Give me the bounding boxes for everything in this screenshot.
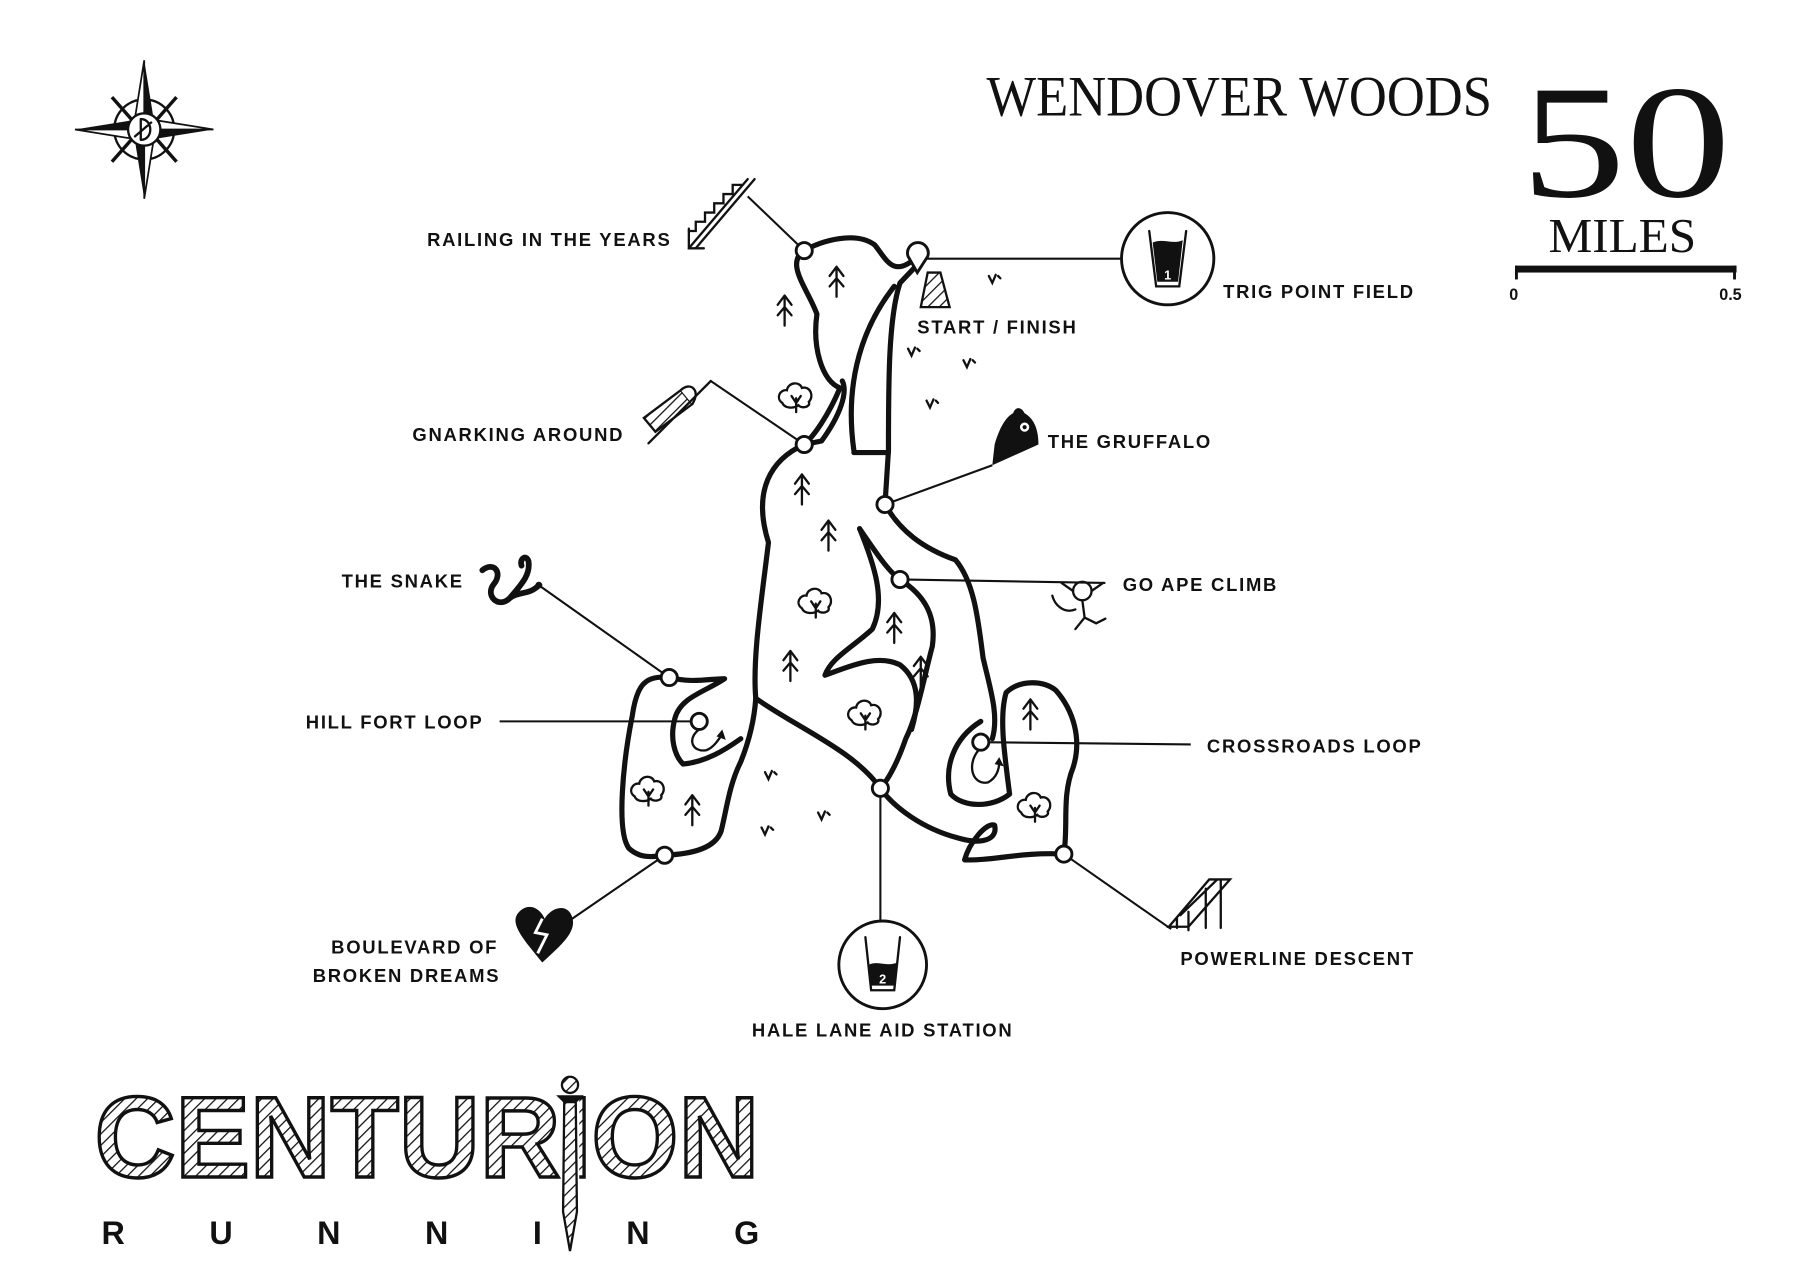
cup-icon (868, 962, 898, 986)
leader-lines (499, 195, 1191, 930)
label-railing: RAILING IN THE YEARS (427, 229, 671, 250)
label-boulevard-1: BOULEVARD OF (331, 936, 498, 957)
grass-icon (906, 346, 921, 357)
tree-icon (828, 265, 845, 298)
compass-rose-icon (74, 60, 214, 199)
aid-station-number: 1 (1164, 268, 1171, 282)
checkpoint-railing[interactable] (794, 241, 814, 261)
bush-icon (777, 382, 813, 414)
label-hill-fort: HILL FORT LOOP (306, 711, 484, 732)
checkpoint-hale-lane[interactable] (870, 778, 890, 798)
trail-route (619, 235, 1080, 863)
cup-icon (1152, 240, 1183, 282)
tree-icon (793, 473, 810, 506)
powerline-pylon-icon (1166, 878, 1233, 932)
staircase-icon (687, 177, 756, 250)
scale-start-label: 0 (1509, 286, 1518, 304)
label-snake: THE SNAKE (342, 571, 464, 592)
label-gruffalo: THE GRUFFALO (1048, 431, 1212, 452)
centurion-running-logo: CENTURION RUNNING (93, 1072, 761, 1258)
label-boulevard-2: BROKEN DREAMS (313, 965, 501, 986)
label-gnarking: GNARKING AROUND (412, 424, 624, 445)
tree-icon (776, 294, 793, 327)
tree-icon (886, 611, 903, 645)
aid-station-name: HALE LANE AID STATION (752, 1019, 1014, 1040)
aid-station-number: 2 (879, 972, 886, 986)
aid-station-2[interactable]: 2 HALE LANE AID STATION (752, 919, 1014, 1040)
grass-icon (763, 769, 778, 781)
checkpoint-hill-fort[interactable] (689, 711, 709, 731)
log-pile-icon (642, 379, 712, 445)
grass-icon (925, 398, 940, 409)
label-go-ape: GO APE CLIMB (1123, 574, 1278, 595)
grass-icon (816, 810, 831, 821)
grass-icon (987, 273, 1002, 285)
label-powerline: POWERLINE DESCENT (1180, 948, 1414, 969)
checkpoint-snake[interactable] (659, 668, 679, 688)
sword-icon (556, 1075, 584, 1258)
bush-icon (797, 587, 833, 619)
label-crossroads: CROSSROADS LOOP (1207, 736, 1423, 757)
checkpoint-go-ape[interactable] (890, 569, 910, 589)
checkpoint-crossroads[interactable] (971, 732, 991, 752)
bush-icon (846, 699, 882, 731)
snake-icon (479, 554, 543, 606)
checkpoint-powerline[interactable] (1054, 844, 1074, 864)
course-title: WENDOVER WOODS (987, 66, 1492, 129)
logo-sub-text: RUNNING (102, 1215, 760, 1251)
feature-labels: RAILING IN THE YEARS GNARKING AROUND THE… (306, 229, 1423, 986)
tree-icon (1022, 698, 1039, 731)
tree-icon (782, 649, 799, 683)
gruffalo-icon (992, 408, 1039, 466)
logo-main-text: CENTURION (95, 1074, 760, 1202)
checkpoints (655, 241, 1074, 865)
grass-icon (760, 825, 775, 836)
tree-icon (684, 794, 701, 827)
scale-bar: 0 0.5 (1509, 265, 1742, 304)
checkpoint-gnarking[interactable] (794, 434, 814, 454)
broken-heart-icon (515, 906, 574, 963)
distance-unit: MILES (1548, 210, 1696, 263)
distance-number: 50 (1521, 52, 1731, 231)
label-start-finish: START / FINISH (917, 317, 1077, 338)
bush-icon (1016, 791, 1052, 823)
start-hill-icon (919, 271, 952, 309)
aid-station-name: TRIG POINT FIELD (1223, 281, 1415, 302)
start-finish-marker-icon[interactable] (906, 241, 930, 276)
tree-icon (820, 519, 837, 552)
checkpoint-gruffalo[interactable] (875, 494, 895, 514)
monkey-icon (1051, 580, 1107, 631)
aid-station-1[interactable]: 1 TRIG POINT FIELD (1120, 211, 1415, 307)
grass-icon (962, 357, 977, 369)
checkpoint-boulevard[interactable] (655, 845, 675, 865)
bush-icon (630, 775, 665, 807)
scale-end-label: 0.5 (1719, 286, 1741, 304)
